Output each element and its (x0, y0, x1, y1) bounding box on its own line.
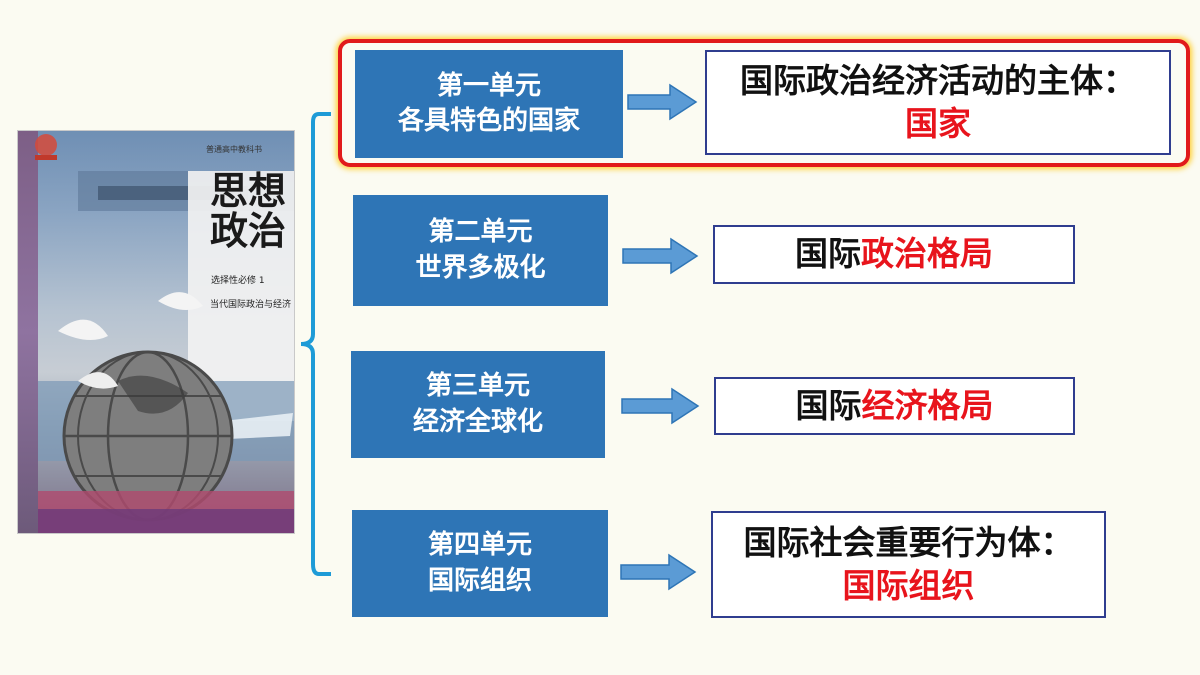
result-3-black: 国际 (795, 385, 862, 425)
cover-title-line2: 政治 (210, 208, 287, 253)
result-4-line1: 国际社会重要行为体： (743, 522, 1074, 562)
unit-1-number: 第一单元 (436, 70, 541, 101)
cover-book-subtitle: 当代国际政治与经济 (210, 300, 292, 310)
unit-2-number: 第二单元 (428, 217, 533, 248)
result-2-text: 国际政治格局 (715, 233, 1073, 276)
textbook-cover-image: 思想 政治 普通高中教科书 选择性必修 1 当代国际政治与经济 (17, 130, 295, 534)
unit-box-4: 第四单元 国际组织 (352, 510, 608, 617)
arrow-right-icon (622, 237, 699, 275)
unit-3-number: 第三单元 (425, 371, 530, 402)
unit-4-title: 国际组织 (427, 565, 532, 596)
unit-box-1: 第一单元 各具特色的国家 (355, 50, 623, 158)
result-box-1: 国际政治经济活动的主体： 国家 (705, 50, 1171, 155)
cover-subtitle: 选择性必修 1 (211, 276, 265, 286)
unit-box-2: 第二单元 世界多极化 (353, 195, 608, 306)
unit-1-title: 各具特色的国家 (397, 106, 580, 136)
unit-3-title: 经济全球化 (412, 406, 543, 437)
cover-series: 普通高中教科书 (206, 145, 262, 154)
cover-side-band (18, 131, 38, 533)
unit-2-title: 世界多极化 (415, 252, 546, 283)
cover-title-line1: 思想 (210, 168, 287, 213)
result-4-line2: 国际组织 (842, 565, 975, 605)
result-box-2: 国际政治格局 (713, 225, 1075, 284)
result-box-4: 国际社会重要行为体： 国际组织 (711, 511, 1106, 618)
arrow-right-icon (620, 553, 697, 591)
result-2-red: 政治格局 (861, 234, 993, 274)
grouping-bracket (300, 112, 331, 576)
result-box-3: 国际经济格局 (714, 377, 1075, 435)
arrow-right-icon (627, 83, 698, 121)
highlight-frame (338, 39, 1190, 167)
arrow-right-icon (621, 387, 700, 425)
result-1-line2: 国家 (905, 103, 971, 143)
result-3-red: 经济格局 (861, 385, 994, 425)
result-1-line1: 国际政治经济活动的主体： (740, 60, 1136, 100)
result-3-text: 国际经济格局 (716, 385, 1073, 428)
unit-box-3: 第三单元 经济全球化 (351, 351, 605, 458)
result-2-black: 国际 (795, 234, 861, 274)
cover-illustration (35, 134, 294, 533)
unit-4-number: 第四单元 (427, 530, 532, 561)
